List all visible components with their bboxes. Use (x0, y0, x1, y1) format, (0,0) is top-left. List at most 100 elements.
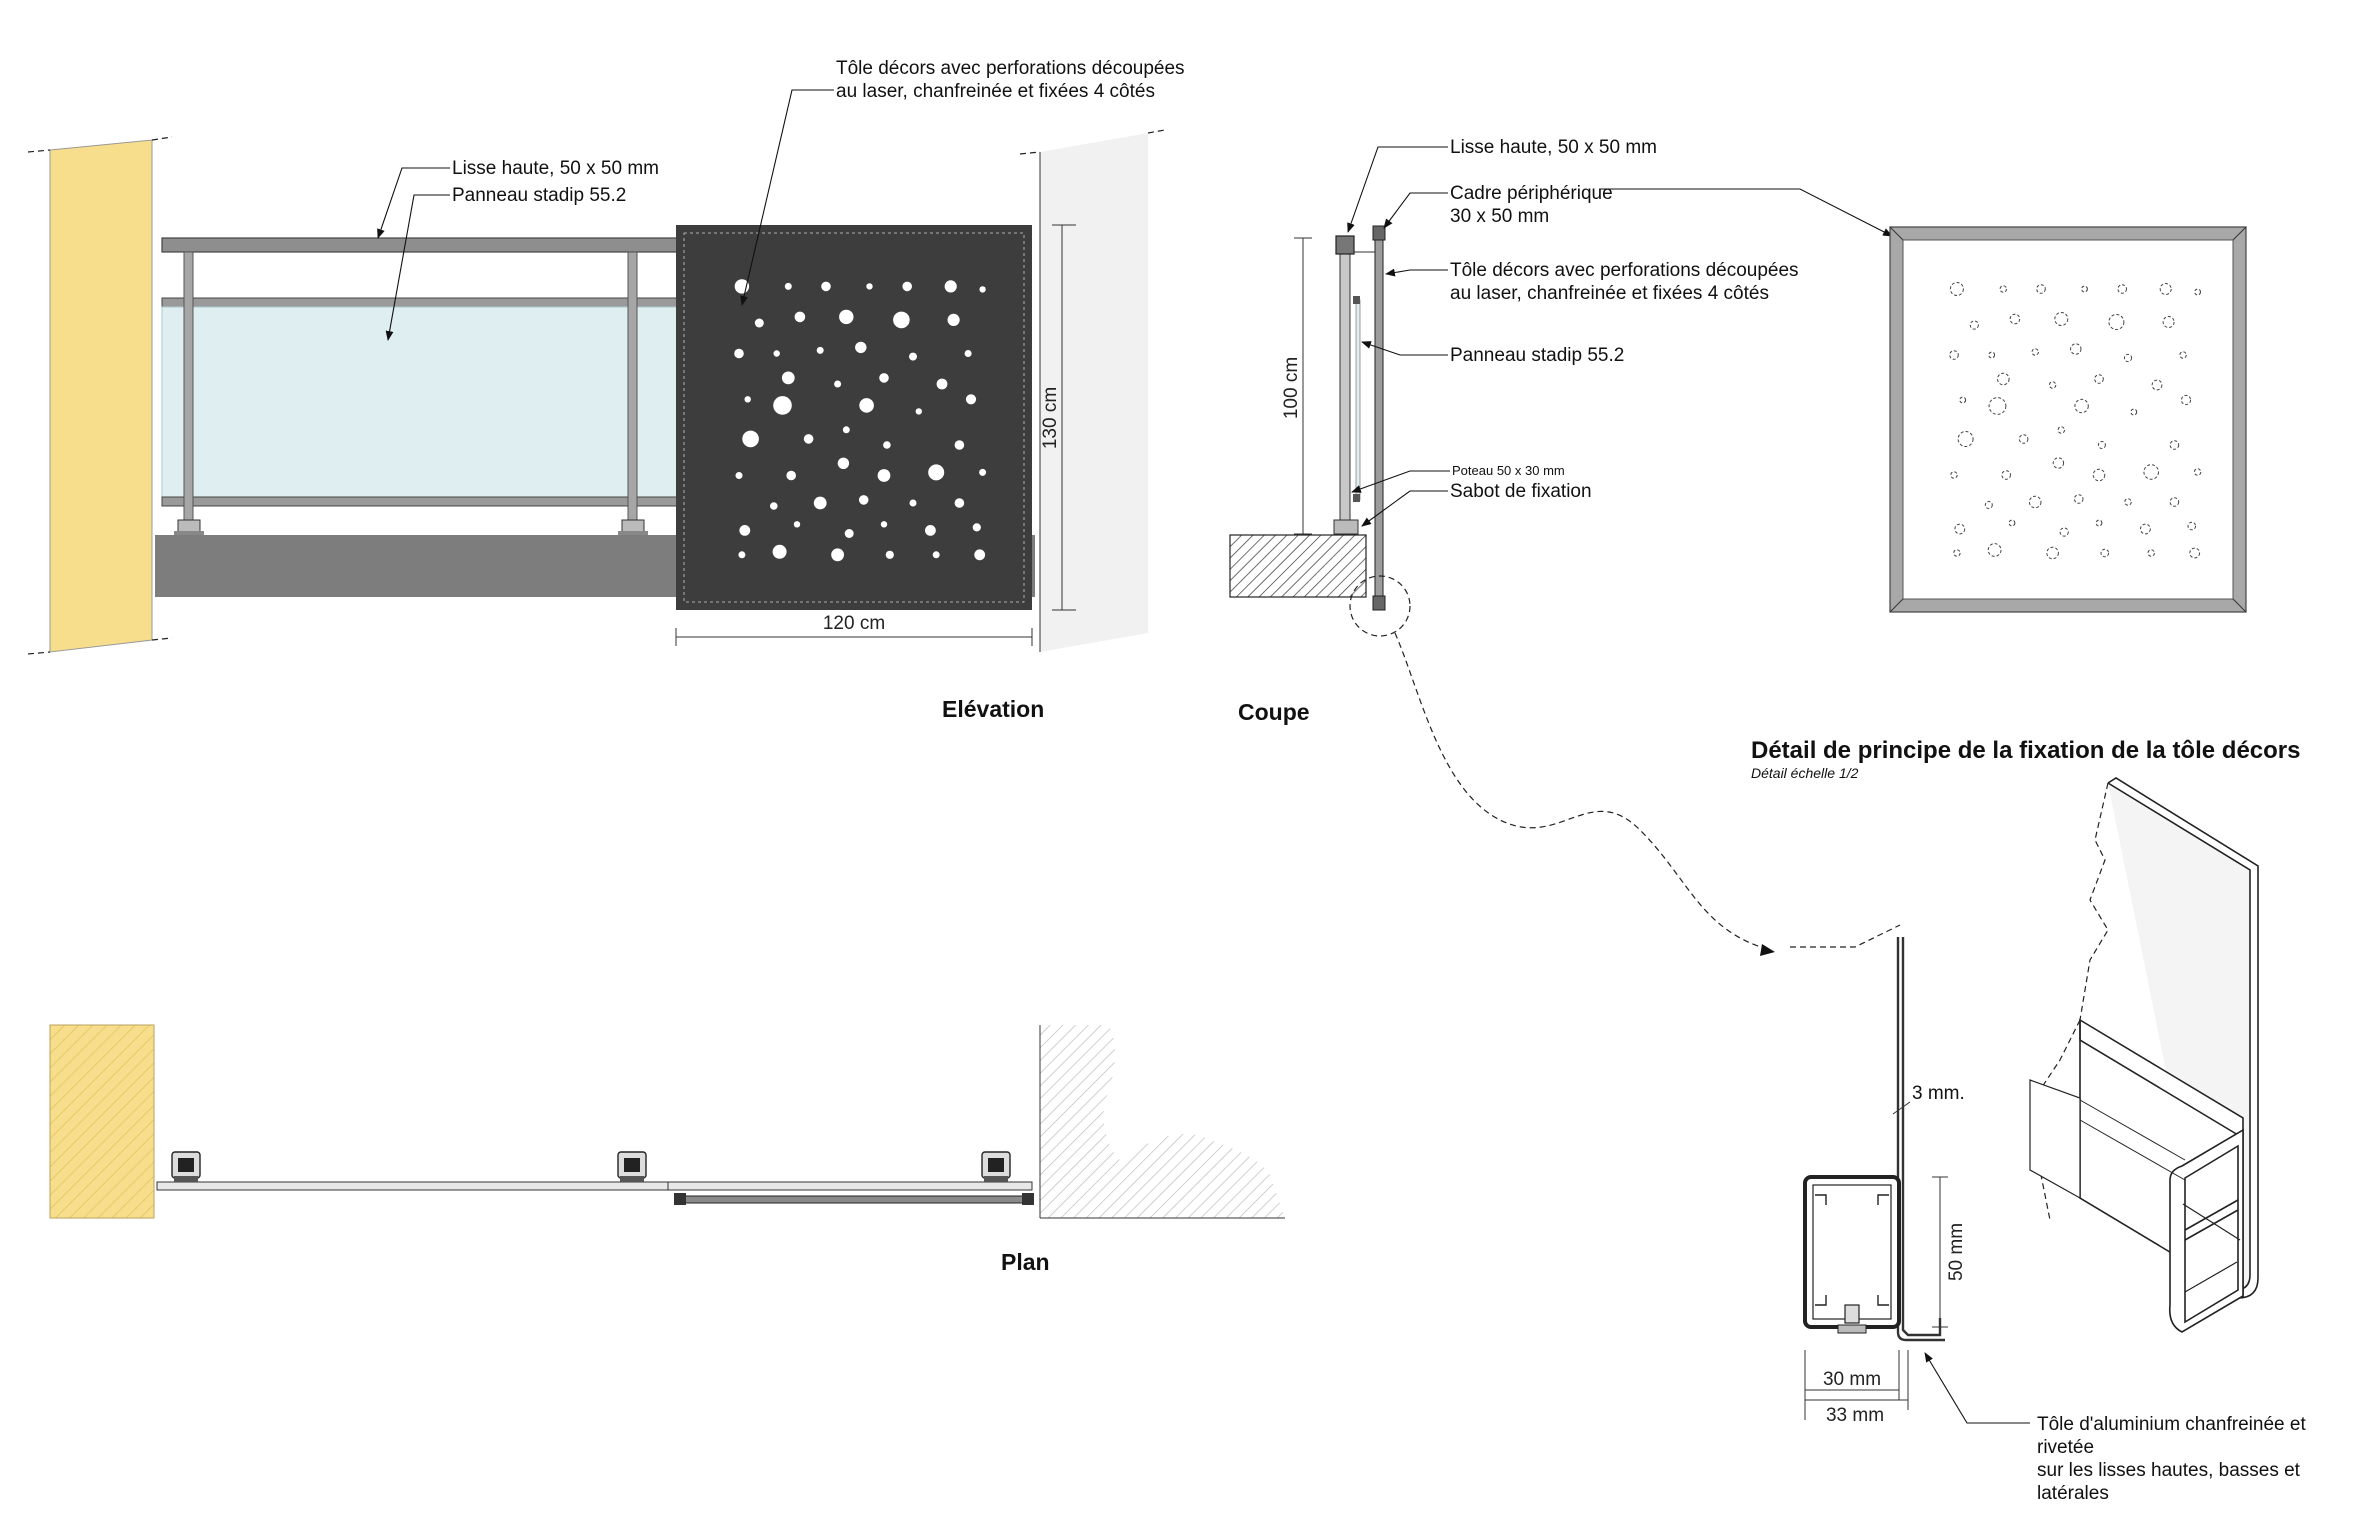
perforation-hole (1984, 501, 1993, 509)
post (627, 251, 638, 528)
perforation-hole (839, 309, 854, 325)
perforation-hole (2052, 457, 2065, 469)
section-shoe (1333, 519, 1359, 535)
perforation-hole (915, 408, 922, 415)
perforation-hole (893, 311, 910, 329)
detail-outer-width-dim: 33 mm (1826, 1405, 1884, 1426)
perforation-hole (2140, 523, 2151, 535)
perforation-hole (2048, 381, 2057, 389)
perforation-hole (2143, 464, 2159, 480)
section-label-sabot: Sabot de fixation (1450, 481, 1592, 502)
fixation-detail: Détail de principe de la fixation de la … (1751, 737, 2306, 1504)
top-rail (161, 237, 683, 253)
glass-panel (161, 306, 683, 498)
perforation-hole (2057, 426, 2066, 434)
fixing-shoe (174, 519, 204, 535)
perforation-hole (925, 525, 936, 536)
section-decor-sheet (1374, 229, 1384, 609)
elevation-width-dim: 120 cm (823, 613, 885, 634)
perforation-hole (944, 280, 957, 293)
perforation-hole (2092, 468, 2106, 482)
perforation-hole (954, 440, 965, 450)
perforation-hole (1953, 549, 1961, 557)
perforation-hole (2074, 398, 2089, 414)
detail-callout-circle (1349, 575, 1411, 637)
perforation-hole (879, 373, 889, 383)
perforation-hole (2169, 497, 2180, 507)
perforation-hole (1950, 471, 1958, 479)
detail-height-dim: 50 mm (1946, 1223, 1967, 1281)
detail-note-2: rivetée (2037, 1437, 2094, 1458)
plan-second-panel (667, 1181, 1033, 1191)
detail-note-4: latérales (2037, 1483, 2109, 1504)
plan-glass (156, 1181, 671, 1191)
post (183, 251, 194, 528)
plan-fixing-shoes (171, 1151, 1011, 1182)
perforation-hole (859, 398, 874, 413)
middle-rail (161, 297, 683, 308)
perforation-hole (781, 371, 795, 385)
perforation-hole (2130, 408, 2138, 416)
detail-connector (1394, 632, 1771, 951)
perforation-hole (2180, 394, 2192, 406)
section-label-poteau: Poteau 50 x 30 mm (1452, 463, 1565, 478)
section-title: Coupe (1238, 699, 1310, 725)
detail-inner-width-dim: 30 mm (1823, 1369, 1881, 1390)
perforation-hole (2073, 494, 2084, 504)
perforation-hole (2193, 468, 2202, 476)
perforation-hole (866, 283, 873, 290)
perforation-hole (738, 551, 746, 559)
bottom-rail (161, 496, 683, 507)
perforation-hole (1959, 396, 1967, 404)
perforation-hole (794, 311, 806, 323)
elevation-height-dim: 130 cm (1040, 387, 1061, 449)
section-post (1339, 251, 1351, 529)
perforation-hole (2162, 316, 2175, 328)
plan-decor-sheet (675, 1195, 1033, 1204)
perforation-hole (744, 396, 751, 403)
perforation-hole (909, 352, 917, 361)
perforation-hole (842, 426, 850, 434)
perforation-hole (813, 496, 827, 510)
perforation-hole (735, 472, 743, 479)
detail-subtitle: Détail échelle 1/2 (1751, 765, 1859, 781)
perforation-hole (1949, 282, 1964, 296)
perforation-hole (972, 523, 981, 532)
perforation-hole (834, 380, 842, 388)
plan-fixing-shoe (981, 1151, 1011, 1182)
perforation-hole (979, 286, 986, 293)
rivet (1844, 1304, 1860, 1324)
section-label-lisse: Lisse haute, 50 x 50 mm (1450, 137, 1657, 158)
perforation-hole (2159, 283, 2172, 295)
perforation-hole (734, 348, 744, 359)
perforation-hole (831, 548, 844, 562)
perforation-hole (770, 502, 778, 510)
perforation-hole (2117, 284, 2127, 294)
perforation-hole (858, 495, 869, 505)
frame-view (1889, 226, 2247, 613)
plan-fixing-shoe (171, 1151, 201, 1182)
plan-title: Plan (1001, 1249, 1050, 1275)
perforation-hole (965, 394, 977, 405)
detail-note-1: Tôle d'aluminium chanfreinée et (2037, 1414, 2306, 1435)
perforations (734, 279, 987, 562)
perforation-hole (883, 441, 891, 449)
section-label-panneau: Panneau stadip 55.2 (1450, 345, 1624, 366)
sheet-profile (1901, 937, 1942, 1337)
perforation-hole (2001, 470, 2011, 480)
section-view: 100 cm Lisse haute, 50 x 50 mm Cadre pér… (1229, 137, 1893, 956)
perforation-hole (954, 498, 965, 508)
wall-right (1040, 133, 1148, 652)
perforation-hole (2036, 284, 2046, 294)
perforation-hole (772, 544, 787, 559)
perforation-hole (1969, 320, 1979, 330)
detail-thickness-dim: 3 mm. (1912, 1083, 1965, 1104)
elevation-label-lisse: Lisse haute, 50 x 50 mm (452, 158, 659, 179)
perforations-dashed (1949, 282, 2202, 560)
perforation-hole (979, 468, 987, 476)
perforation-hole (964, 350, 972, 357)
perforation-hole (1988, 351, 1996, 359)
perforation-hole (902, 281, 912, 292)
perforation-hole (855, 341, 867, 354)
